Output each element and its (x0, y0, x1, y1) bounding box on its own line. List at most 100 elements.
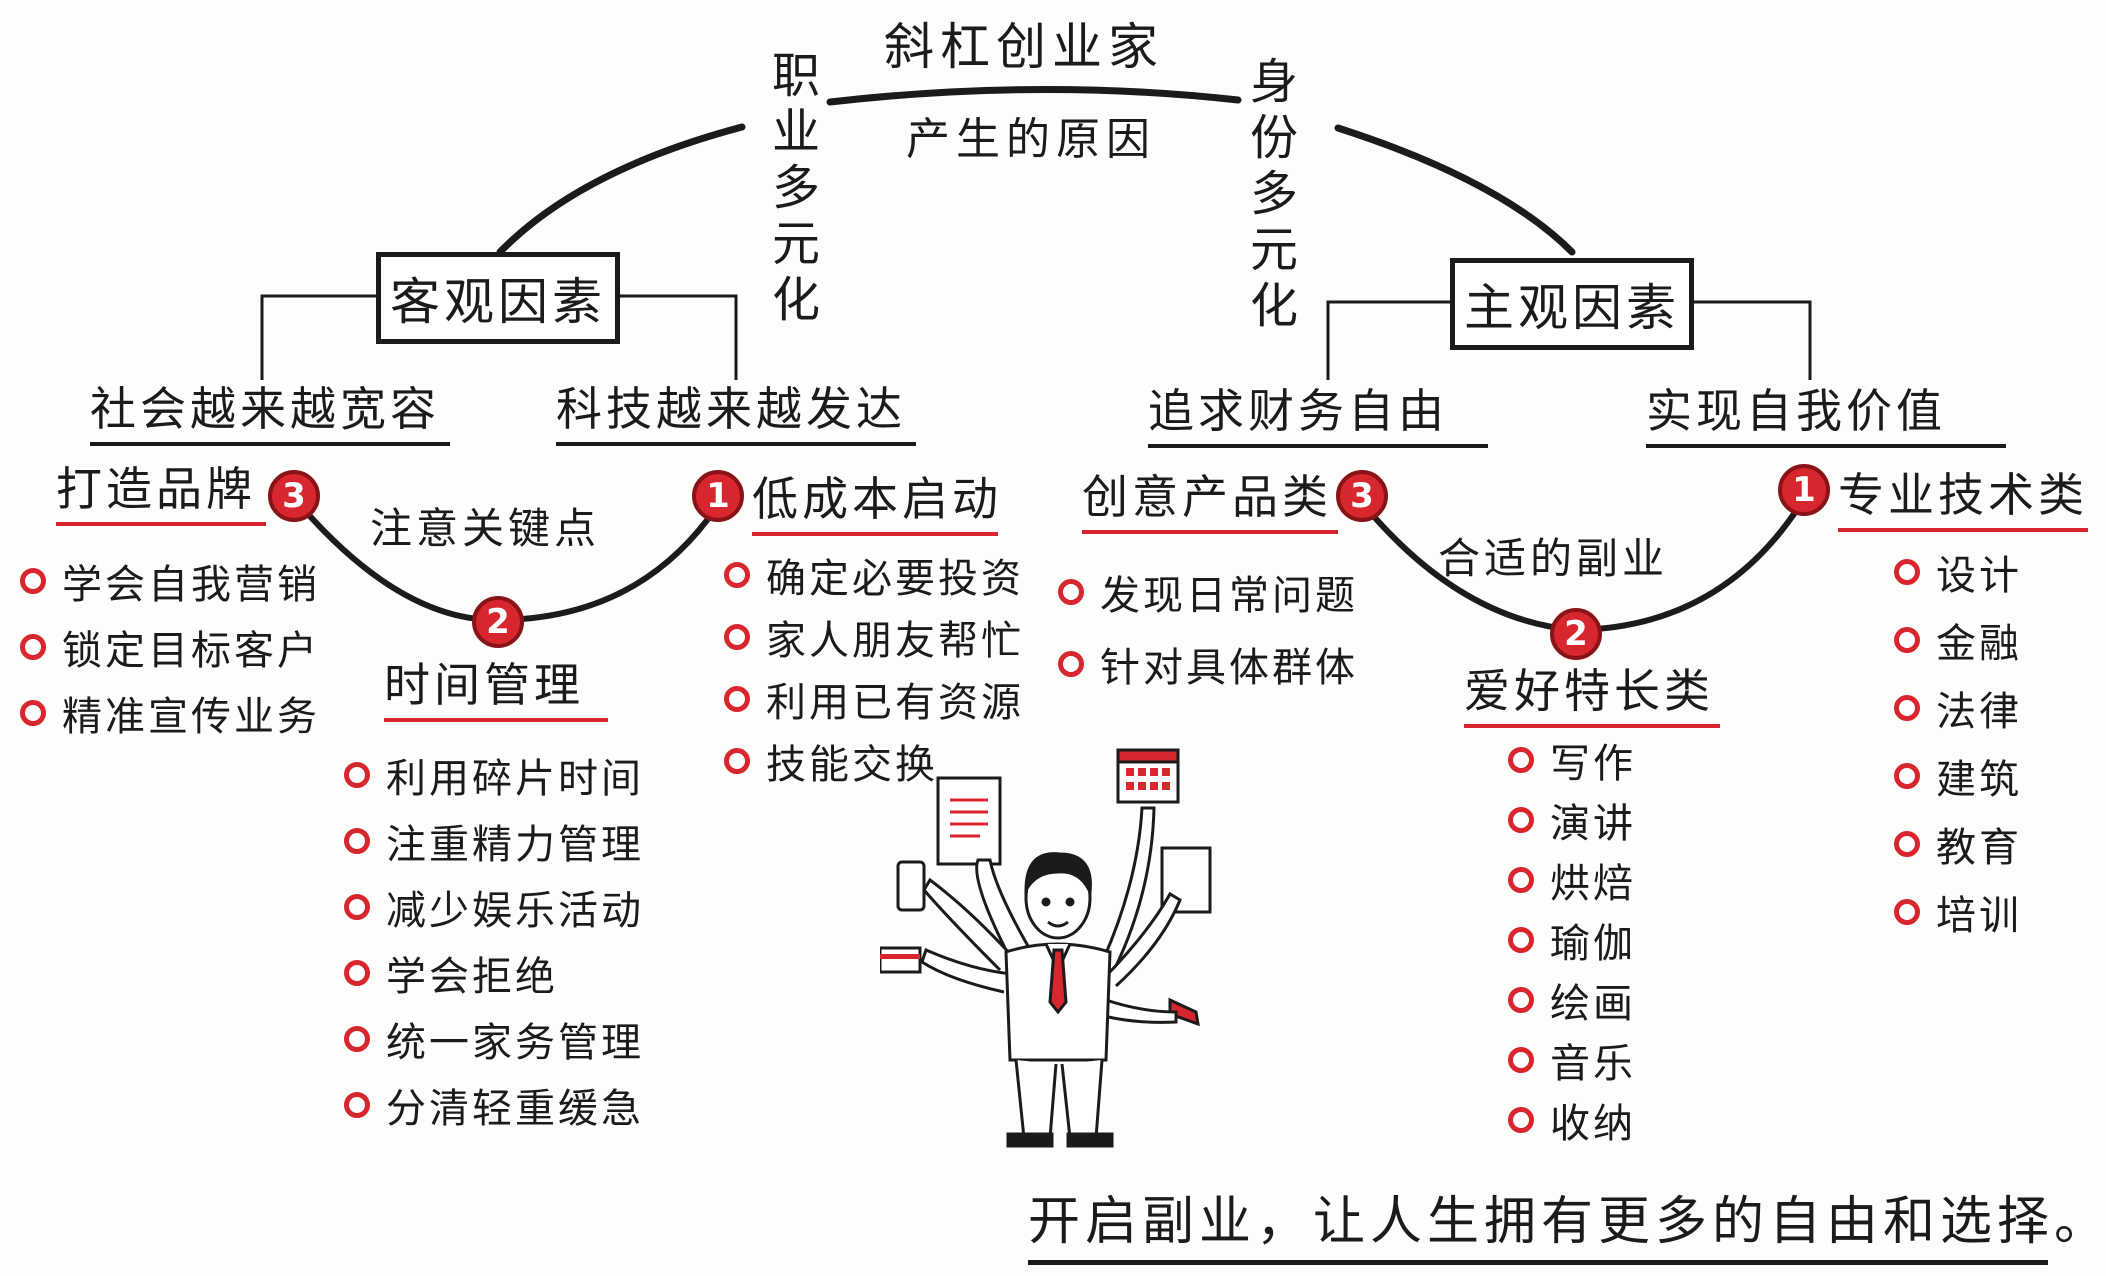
bullet-icon (344, 1092, 370, 1118)
list-item: 收纳 (1508, 1090, 1636, 1150)
subjective-factor-label: 主观因素 (1464, 279, 1680, 337)
right-arc-label: 身份多元化 (1249, 54, 1298, 334)
bullet-icon (344, 960, 370, 986)
left-arc-label: 职业多元化 (771, 48, 820, 328)
diagram-subtitle: 产生的原因 (906, 114, 1156, 165)
list-item: 演讲 (1508, 790, 1636, 850)
diagram-title: 斜杠创业家 (884, 18, 1164, 76)
subjective-left-connector (1326, 300, 1452, 380)
list-item: 减少娱乐活动 (344, 874, 644, 940)
branch-tech-developed: 科技越来越发达 (556, 386, 916, 446)
node-creative-products: 创意产品类 (1082, 474, 1338, 534)
bullet-icon (1508, 867, 1534, 893)
list-item: 写作 (1508, 730, 1636, 790)
bullet-icon (1508, 1107, 1534, 1133)
list-item: 锁定目标客户 (20, 614, 320, 680)
list-item: 培训 (1894, 878, 2022, 946)
list-item: 利用碎片时间 (344, 742, 644, 808)
list-item: 统一家务管理 (344, 1006, 644, 1072)
objective-left-connector (260, 294, 378, 380)
bullet-icon (1508, 927, 1534, 953)
list-item: 针对具体群体 (1058, 628, 1358, 700)
list-item: 学会自我营销 (20, 548, 320, 614)
list-item: 烘焙 (1508, 850, 1636, 910)
footer-slogan: 开启副业，让人生拥有更多的自由和选择。 (1028, 1196, 2106, 1265)
bullet-icon (1894, 899, 1920, 925)
bullet-icon (20, 634, 46, 660)
list-item: 利用已有资源 (724, 668, 1024, 730)
list-time-management: 利用碎片时间 注重精力管理 减少娱乐活动 学会拒绝 统一家务管理 分清轻重缓急 (344, 742, 644, 1138)
node-professional-tech: 专业技术类 (1838, 472, 2088, 532)
card-icon (880, 946, 922, 974)
branch-financial-freedom: 追求财务自由 (1148, 388, 1488, 448)
left-curve-label: 注意关键点 (370, 504, 601, 553)
bullet-icon (724, 748, 750, 774)
bullet-icon (1058, 651, 1084, 677)
badge-2-left: 2 (472, 596, 524, 648)
list-item: 教育 (1894, 810, 2022, 878)
list-hobby-skills: 写作 演讲 烘焙 瑜伽 绘画 音乐 收纳 (1508, 730, 1636, 1150)
badge-2-right: 2 (1550, 608, 1602, 660)
list-item: 绘画 (1508, 970, 1636, 1030)
subjective-right-connector (1690, 300, 1812, 380)
bullet-icon (1894, 695, 1920, 721)
bullet-icon (20, 568, 46, 594)
branch-society-tolerant: 社会越来越宽容 (90, 386, 450, 446)
bullet-icon (724, 686, 750, 712)
list-brand: 学会自我营销 锁定目标客户 精准宣传业务 (20, 548, 320, 746)
bullet-icon (724, 624, 750, 650)
bullet-icon (344, 762, 370, 788)
objective-right-connector (614, 294, 738, 380)
objective-factor-box: 客观因素 (376, 252, 620, 344)
badge-1-left: 1 (692, 470, 744, 522)
node-low-cost-start: 低成本启动 (752, 476, 998, 536)
bullet-icon (1508, 1047, 1534, 1073)
clipboard-icon (936, 776, 1002, 866)
bullet-icon (1508, 807, 1534, 833)
list-item: 家人朋友帮忙 (724, 606, 1024, 668)
pen-icon (1168, 997, 1200, 1027)
node-time-management: 时间管理 (384, 662, 608, 722)
list-item: 音乐 (1508, 1030, 1636, 1090)
phone-icon (896, 860, 926, 912)
node-hobby-skills: 爱好特长类 (1464, 668, 1720, 728)
list-low-cost-start: 确定必要投资 家人朋友帮忙 利用已有资源 技能交换 (724, 544, 1024, 792)
list-item: 设计 (1894, 538, 2022, 606)
list-item: 注重精力管理 (344, 808, 644, 874)
bullet-icon (1058, 579, 1084, 605)
badge-1-right: 1 (1778, 464, 1830, 516)
list-item: 确定必要投资 (724, 544, 1024, 606)
badge-3-left: 3 (268, 470, 320, 522)
multitasking-businessman-illustration (880, 748, 1212, 1148)
right-curve-label: 合适的副业 (1438, 534, 1669, 583)
objective-factor-label: 客观因素 (390, 273, 606, 331)
bullet-icon (344, 828, 370, 854)
right-arc (1334, 124, 1576, 256)
list-item: 技能交换 (724, 730, 1024, 792)
subjective-factor-box: 主观因素 (1450, 258, 1694, 350)
badge-3-right: 3 (1336, 470, 1388, 522)
bullet-icon (1894, 831, 1920, 857)
node-brand: 打造品牌 (56, 466, 266, 526)
bullet-icon (724, 562, 750, 588)
list-professional-tech: 设计 金融 法律 建筑 教育 培训 (1894, 538, 2022, 946)
branch-self-value: 实现自我价值 (1646, 388, 2006, 448)
bullet-icon (344, 1026, 370, 1052)
list-item: 瑜伽 (1508, 910, 1636, 970)
top-arc (826, 85, 1242, 106)
list-item: 精准宣传业务 (20, 680, 320, 746)
list-item: 建筑 (1894, 742, 2022, 810)
bullet-icon (1508, 987, 1534, 1013)
list-item: 学会拒绝 (344, 940, 644, 1006)
bullet-icon (1894, 763, 1920, 789)
bullet-icon (1508, 747, 1534, 773)
list-item: 金融 (1894, 606, 2022, 674)
list-item: 分清轻重缓急 (344, 1072, 644, 1138)
bullet-icon (344, 894, 370, 920)
bullet-icon (1894, 559, 1920, 585)
bullet-icon (20, 700, 46, 726)
list-item: 法律 (1894, 674, 2022, 742)
list-item: 发现日常问题 (1058, 556, 1358, 628)
list-creative-products: 发现日常问题 针对具体群体 (1058, 556, 1358, 700)
bullet-icon (1894, 627, 1920, 653)
